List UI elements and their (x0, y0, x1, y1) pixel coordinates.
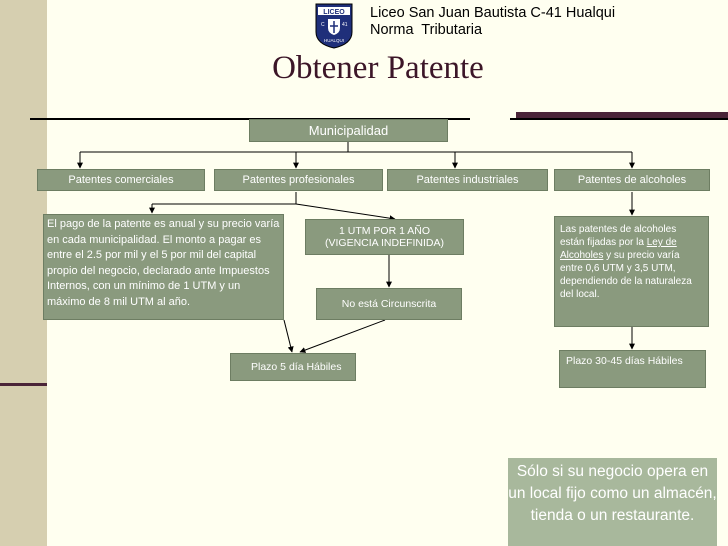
subject-name: Norma Tributaria (370, 22, 483, 38)
sidebar-divider (0, 383, 47, 386)
payment-info-box: El pago de la patente es anual y su prec… (43, 214, 284, 320)
utm-line-1: 1 UTM POR 1 AÑO (338, 225, 431, 237)
alcohol-text-pre: Las patentes de alcoholes están fijadas … (560, 224, 677, 248)
school-name: Liceo San Juan Bautista C-41 Hualqui (370, 5, 616, 21)
local-note-box: Sólo si su negocio opera en un local fij… (508, 458, 717, 546)
utm-line-2: (VIGENCIA INDEFINIDA) (324, 237, 444, 249)
header-text: Liceo San Juan Bautista C-41 Hualqui Nor… (370, 5, 615, 39)
svg-text:HUALQUI: HUALQUI (324, 38, 344, 43)
plazo-30-box: Plazo 30-45 días Hábiles (559, 350, 706, 388)
utm-box: 1 UTM POR 1 AÑO (VIGENCIA INDEFINIDA) (305, 219, 464, 255)
connector-notlim-plazo (299, 319, 386, 353)
page-title: Obtener Patente (272, 50, 484, 86)
municipalidad-box: Municipalidad (249, 119, 448, 142)
school-logo: LICEO C 41 HUALQUI (315, 3, 353, 49)
svg-text:41: 41 (342, 22, 348, 28)
title-rule-right (510, 118, 728, 120)
connector-payment-plazo (283, 319, 294, 353)
title-rule-accent (516, 112, 728, 119)
svg-text:C: C (321, 22, 325, 28)
category-comerciales: Patentes comerciales (37, 169, 205, 191)
not-limited-box: No está Circunscrita (316, 288, 462, 320)
alcohol-text-post: y su precio varía entre 0,6 UTM y 3,5 UT… (560, 250, 692, 300)
svg-text:LICEO: LICEO (323, 9, 345, 16)
category-industriales: Patentes industriales (387, 169, 548, 191)
category-alcoholes: Patentes de alcoholes (554, 169, 710, 191)
plazo-5-box: Plazo 5 día Hábiles (230, 353, 356, 381)
ley-alcoholes-link[interactable]: Ley de Alcoholes (560, 237, 677, 261)
category-profesionales: Patentes profesionales (214, 169, 383, 191)
connector-to-utm (295, 203, 396, 222)
alcohol-info-box: Las patentes de alcoholes están fijadas … (554, 216, 709, 327)
sidebar (0, 0, 47, 546)
